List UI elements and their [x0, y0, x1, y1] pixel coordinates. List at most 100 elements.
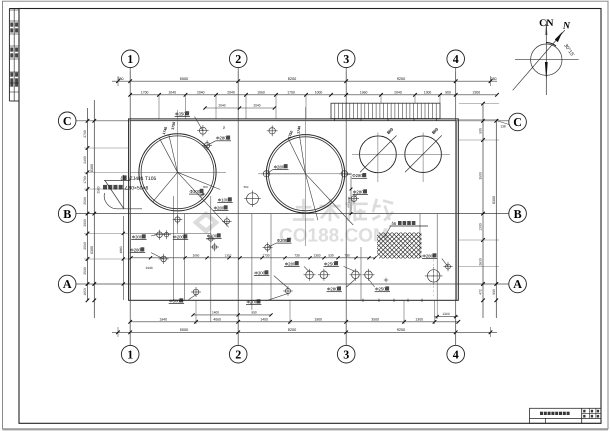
svg-text:60: 60: [348, 204, 351, 207]
svg-text:N: N: [562, 21, 571, 32]
svg-text:2500: 2500: [83, 242, 87, 250]
svg-text:∠80×50×6: ∠80×50×6: [124, 186, 148, 192]
svg-text:1940: 1940: [159, 317, 167, 321]
svg-text:1300: 1300: [415, 317, 423, 321]
svg-text:1060: 1060: [257, 90, 265, 94]
svg-text:2: 2: [235, 347, 241, 361]
svg-text:1300: 1300: [424, 90, 432, 94]
svg-text:138: 138: [500, 125, 506, 129]
svg-text:Φ300: Φ300: [190, 189, 201, 194]
svg-text:1750: 1750: [171, 122, 176, 131]
svg-text:2400: 2400: [83, 156, 87, 164]
svg-text:1300: 1300: [479, 223, 483, 231]
svg-text:1730: 1730: [262, 253, 269, 257]
svg-text:C: C: [513, 115, 522, 129]
svg-text:2000: 2000: [83, 219, 87, 227]
svg-text:1960: 1960: [360, 90, 368, 94]
svg-text:Φ280: Φ280: [285, 261, 296, 266]
svg-text:1700: 1700: [141, 90, 149, 94]
svg-text:2040: 2040: [218, 104, 225, 108]
svg-text:730: 730: [294, 253, 300, 257]
svg-text:1750: 1750: [287, 130, 294, 139]
svg-text:B: B: [63, 207, 71, 221]
svg-text:800: 800: [431, 126, 440, 135]
svg-text:Φ280: Φ280: [274, 164, 285, 169]
svg-text:3: 3: [343, 52, 349, 66]
svg-text:2: 2: [235, 52, 241, 66]
svg-text:C: C: [63, 114, 72, 128]
svg-text:A: A: [63, 277, 72, 291]
svg-text:2040: 2040: [394, 90, 402, 94]
svg-text:1400: 1400: [212, 311, 219, 315]
svg-text:280: 280: [491, 77, 497, 81]
svg-text:2700: 2700: [83, 130, 87, 138]
svg-text:50: 50: [222, 126, 226, 130]
svg-text:)ZJ401 T105: )ZJ401 T105: [128, 176, 156, 182]
svg-text:CN: CN: [539, 18, 554, 29]
svg-text:3500: 3500: [371, 317, 379, 321]
svg-text:1000: 1000: [347, 196, 351, 203]
svg-text:500: 500: [479, 128, 483, 134]
svg-text:730: 730: [344, 253, 350, 257]
svg-text:2500: 2500: [97, 186, 101, 193]
svg-text:8200: 8200: [288, 77, 296, 81]
svg-text:1700: 1700: [83, 176, 87, 184]
svg-text:Φ100: Φ100: [207, 234, 218, 239]
svg-text:2040: 2040: [253, 104, 260, 108]
svg-text:1300: 1300: [442, 312, 450, 316]
svg-text:800: 800: [386, 126, 395, 135]
svg-text:8200: 8200: [288, 328, 296, 332]
svg-text:Φ280: Φ280: [216, 136, 227, 141]
svg-text:δ6: δ6: [392, 221, 397, 226]
svg-text:280: 280: [118, 77, 124, 81]
svg-text:4: 4: [453, 347, 459, 361]
svg-text:1350: 1350: [313, 253, 320, 257]
svg-text:530: 530: [328, 253, 334, 257]
svg-text:1000: 1000: [315, 90, 323, 94]
svg-text:1740: 1740: [162, 126, 168, 135]
svg-text:Φ250: Φ250: [324, 261, 335, 266]
svg-text:8300: 8300: [90, 164, 94, 172]
svg-text:Φ300: Φ300: [254, 271, 265, 276]
svg-text:Φ500: Φ500: [169, 299, 180, 304]
svg-text:700: 700: [199, 192, 206, 199]
svg-text:1860: 1860: [119, 246, 123, 253]
svg-text:2630: 2630: [479, 258, 483, 266]
svg-text:900: 900: [445, 90, 451, 94]
svg-text:Φ350: Φ350: [175, 111, 186, 116]
svg-text:Φ280: Φ280: [422, 254, 433, 259]
svg-text:Φ100: Φ100: [218, 198, 229, 203]
svg-text:CO188.COM: CO188.COM: [279, 226, 389, 247]
svg-text:1310: 1310: [225, 253, 232, 257]
svg-text:3: 3: [343, 347, 349, 361]
svg-text:Φ280: Φ280: [352, 173, 363, 178]
svg-text:Φ280: Φ280: [353, 190, 364, 195]
svg-text:Φ300: Φ300: [132, 235, 143, 240]
svg-text:6300: 6300: [90, 246, 94, 254]
svg-text:4: 4: [453, 52, 459, 66]
svg-text:Φ200: Φ200: [173, 235, 184, 240]
svg-text:Φ250: Φ250: [375, 287, 386, 292]
svg-text:(: (: [121, 176, 123, 182]
svg-text:1940: 1940: [145, 266, 152, 270]
svg-text:8300: 8300: [492, 196, 496, 204]
svg-text:500: 500: [244, 185, 249, 189]
svg-text:1740: 1740: [296, 126, 301, 134]
svg-text:2040: 2040: [227, 90, 235, 94]
svg-text:2500: 2500: [83, 267, 87, 275]
svg-text:Φ280: Φ280: [327, 287, 338, 292]
svg-text:2040: 2040: [197, 90, 205, 94]
svg-text:1: 1: [127, 52, 133, 66]
svg-text:950: 950: [251, 311, 257, 315]
svg-text:Φ280: Φ280: [214, 206, 225, 211]
svg-text:1400: 1400: [260, 317, 268, 321]
svg-text:Φ200: Φ200: [247, 300, 258, 305]
svg-text:2060: 2060: [193, 253, 200, 257]
svg-text:9200: 9200: [397, 328, 405, 332]
svg-text:1650: 1650: [83, 288, 87, 296]
svg-text:Φ200: Φ200: [277, 238, 288, 243]
svg-text:4060: 4060: [213, 317, 221, 321]
svg-text:1700: 1700: [287, 90, 295, 94]
svg-text:2300: 2300: [473, 90, 481, 94]
svg-text:6000: 6000: [180, 77, 188, 81]
